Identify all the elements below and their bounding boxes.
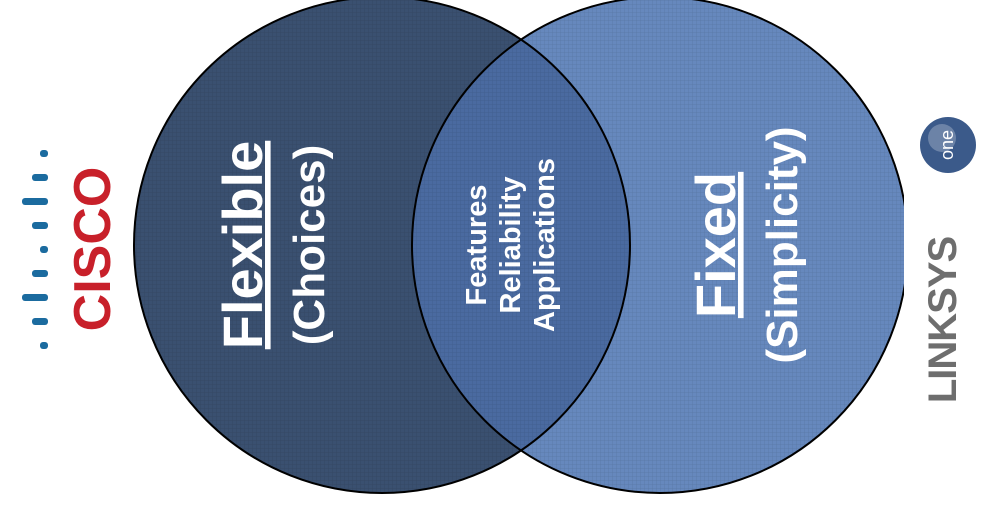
intersection-line-1: Features	[461, 185, 493, 306]
cisco-logo: CISCO	[22, 150, 122, 349]
svg-text:one: one	[937, 130, 957, 160]
cisco-bars-icon	[22, 150, 48, 349]
left-circle-subtitle: (Choices)	[285, 145, 334, 345]
right-circle-subtitle: (Simplicity)	[758, 126, 807, 363]
linksys-one-logo: LINKSYS one	[904, 88, 988, 403]
left-circle-title: Flexible	[211, 141, 274, 350]
one-badge-icon: one	[920, 117, 976, 173]
intersection-line-3: Applications	[529, 158, 561, 332]
intersection-region	[412, 0, 630, 493]
cisco-wordmark: CISCO	[64, 167, 122, 332]
left-circle-outline	[133, 0, 631, 494]
linksys-wordmark: LINKSYS	[921, 237, 965, 404]
right-circle-title: Fixed	[684, 172, 747, 318]
intersection-line-2: Reliability	[495, 177, 527, 314]
